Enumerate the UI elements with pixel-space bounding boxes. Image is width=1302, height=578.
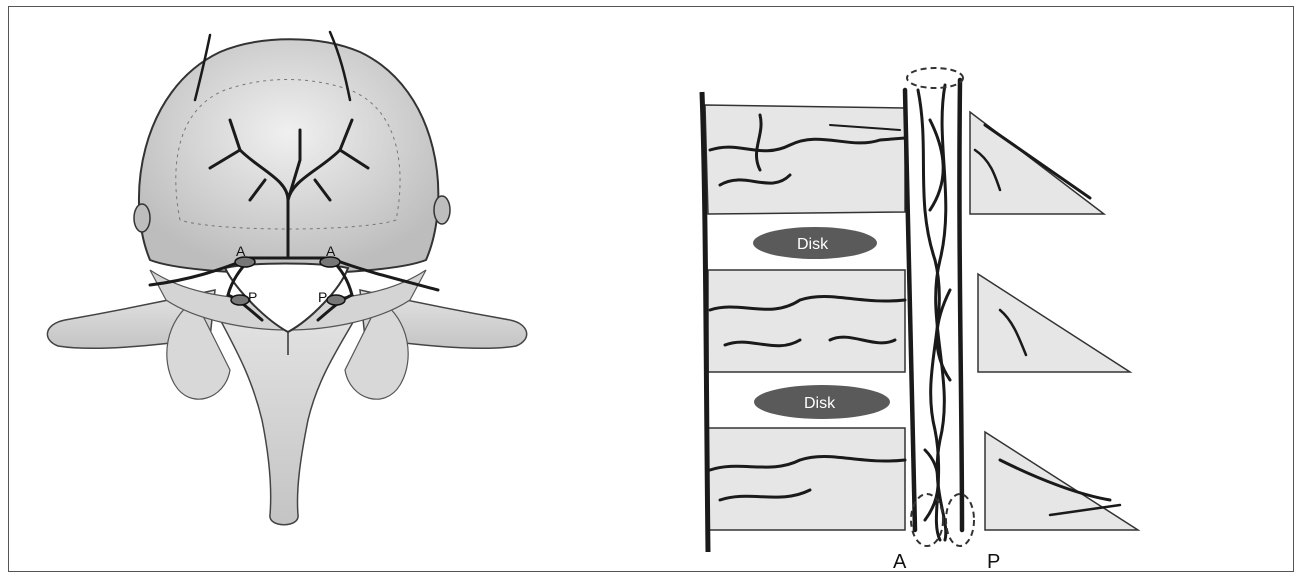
epidural-venous-plexus <box>905 80 962 540</box>
label-posterior-right: P <box>318 289 327 305</box>
label-anterior-right: A <box>326 243 336 259</box>
label-anterior-sagittal: A <box>893 551 907 573</box>
left-posterior-node <box>231 295 249 305</box>
label-posterior-left: P <box>248 289 257 305</box>
label-posterior-sagittal: P <box>987 551 1000 573</box>
sagittal-spine: Disk Disk <box>702 68 1138 573</box>
disk-label-1: Disk <box>797 236 829 253</box>
disk-label-2: Disk <box>804 395 836 412</box>
posterior-element-3 <box>985 432 1138 530</box>
axial-vertebra: A A P P <box>47 32 526 525</box>
left-segmental-artery-node <box>134 204 150 232</box>
canal-top-cap <box>907 68 963 88</box>
label-anterior-left: A <box>236 243 246 259</box>
vertebral-body-1 <box>705 105 905 214</box>
vertebral-body-2 <box>708 270 905 372</box>
posterior-element-2 <box>978 274 1130 372</box>
right-posterior-node <box>327 295 345 305</box>
vertebral-body-3 <box>708 428 905 530</box>
right-segmental-artery-node <box>434 196 450 224</box>
